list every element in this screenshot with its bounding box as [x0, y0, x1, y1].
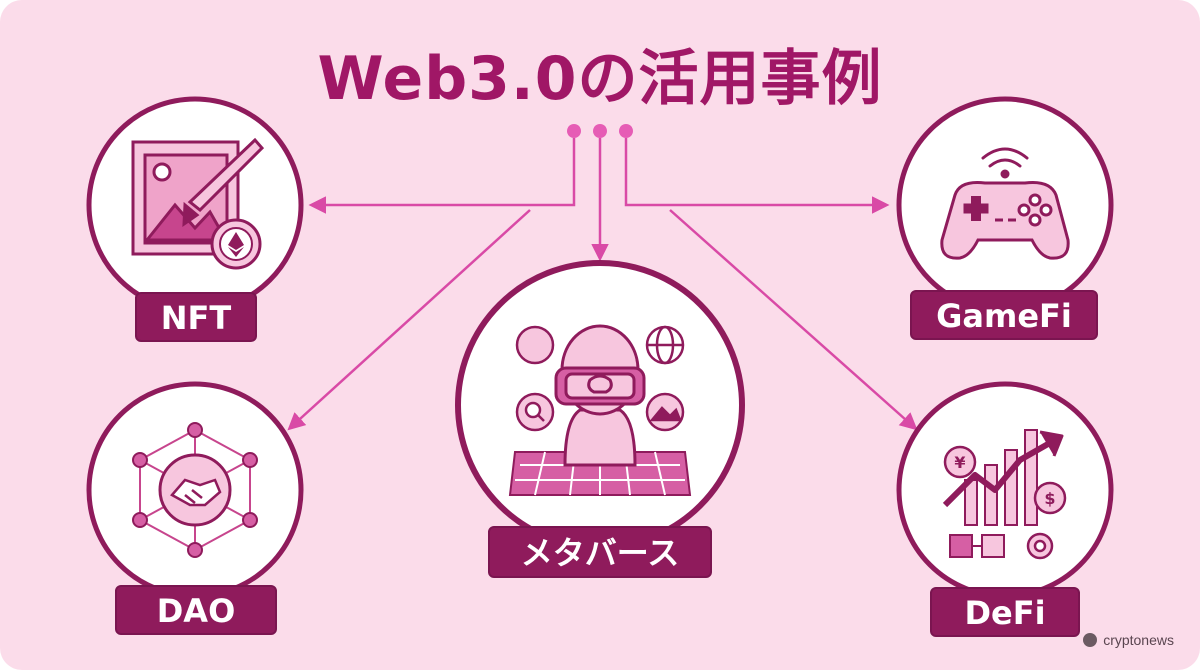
cryptonews-logo-icon: [1083, 633, 1098, 647]
nft-label: NFT: [135, 292, 257, 342]
image-icon: [645, 392, 685, 432]
cryptonews-watermark: cryptonews: [1083, 632, 1174, 648]
game-controller-icon: [940, 181, 1070, 260]
defi-node: ¥ $: [896, 381, 1114, 599]
defi-label: DeFi: [930, 587, 1080, 637]
gamefi-label: GameFi: [910, 290, 1098, 340]
globe-icon: [515, 325, 685, 365]
arrow-to-defi: [669, 209, 918, 431]
blocks-icon: [949, 534, 1005, 558]
metaverse-label: メタバース: [488, 526, 712, 578]
yen-coin-icon: ¥: [943, 445, 977, 479]
arrow-to-dao: [287, 209, 531, 431]
cryptonews-text: cryptonews: [1103, 632, 1174, 648]
arrow-to-gamefi: [624, 138, 890, 214]
trend-arrow-icon: [942, 430, 1064, 508]
gear-icon: [1026, 532, 1054, 560]
search-icon: [515, 392, 555, 432]
gamefi-node: [896, 96, 1114, 314]
connector-lines: [287, 138, 918, 431]
network-node-dots: [132, 422, 258, 558]
diagram-title: Web3.0の活用事例: [317, 44, 883, 114]
metaverse-node: [455, 260, 745, 550]
svg-text:¥: ¥: [954, 453, 965, 472]
svg-text:$: $: [1044, 489, 1055, 508]
handshake-icon: [170, 478, 222, 507]
vr-headset-person-icon: [554, 324, 646, 467]
wifi-signal-icon: [981, 147, 1029, 179]
dao-node: [86, 381, 304, 599]
connector-dots: [567, 124, 633, 138]
dao-label: DAO: [115, 585, 277, 635]
nft-node: [86, 96, 304, 314]
ethereum-coin-icon: [210, 218, 262, 270]
dollar-coin-icon: $: [1033, 481, 1067, 515]
nft-artwork-icon: [131, 137, 265, 256]
arrow-to-nft: [308, 138, 576, 214]
